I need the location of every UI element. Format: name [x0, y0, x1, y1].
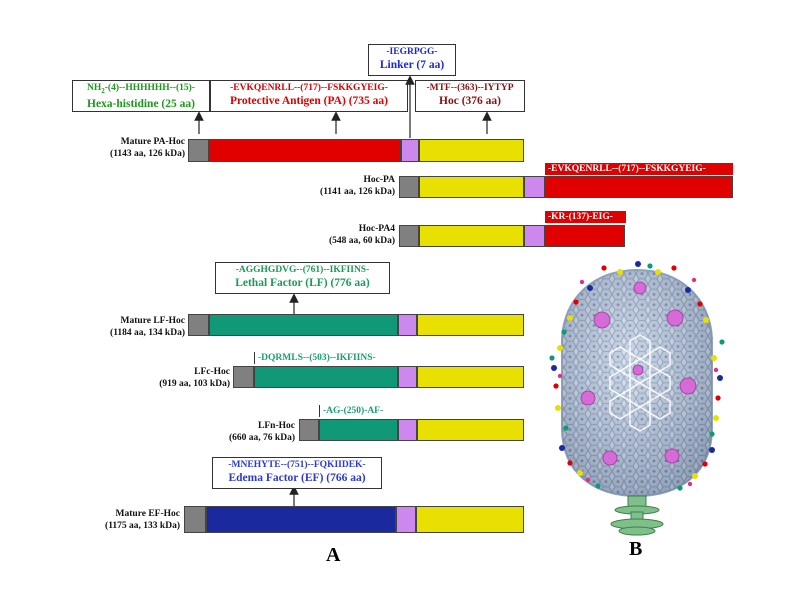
lfn-sequence-tag: -AG-(250)-AF- — [319, 405, 383, 417]
hoc-name: Hoc (376 aa) — [439, 95, 501, 107]
lf-name: Lethal Factor (LF) (776 aa) — [235, 277, 370, 289]
his-tag-segment — [299, 419, 319, 441]
row-label-hoc-pa4: Hoc-PA4 (548 aa, 60 kDa) — [329, 224, 395, 246]
row-label-mature-pa-hoc: Mature PA-Hoc (1143 aa, 126 kDa) — [110, 137, 185, 159]
pa4-segment — [545, 225, 625, 247]
row-label-mature-ef-hoc: Mature EF-Hoc (1175 aa, 133 kDa) — [105, 509, 180, 531]
linker-segment — [398, 314, 417, 336]
linker-segment — [398, 366, 417, 388]
portal-tail — [610, 495, 664, 536]
ef-sequence: -MNEHYTE--(751)--FQKIIDEK- — [228, 460, 366, 470]
hoc-sequence: -MTF--(363)--IYTYP — [426, 83, 514, 93]
his-tag-segment — [233, 366, 254, 388]
linker-name: Linker (7 aa) — [379, 59, 445, 71]
his-tag-segment — [188, 139, 209, 162]
hoc-segment — [417, 419, 524, 441]
ef-segment — [206, 506, 396, 533]
hoc-segment — [419, 139, 524, 162]
his-name: Hexa-histidine (25 aa) — [87, 97, 195, 110]
panel-label-a: A — [326, 544, 341, 566]
linker-segment — [396, 506, 416, 533]
row-label-lfn-hoc: LFn-Hoc (660 aa, 76 kDa) — [229, 421, 295, 443]
linker-segment — [524, 225, 545, 247]
his-tag-segment — [399, 176, 419, 198]
lfn-segment — [319, 419, 398, 441]
linker-sequence: -IEGRPGG- — [386, 47, 438, 57]
hoc-pa4-sequence-tag: -KR-(137)-EIG- — [545, 211, 626, 223]
his-callout: NH2-(4)--HHHHHH--(15)- Hexa-histidine (2… — [72, 80, 210, 112]
lfc-segment — [254, 366, 398, 388]
his-tag-segment — [399, 225, 419, 247]
row-label-hoc-pa: Hoc-PA (1141 aa, 126 kDa) — [320, 175, 395, 197]
hoc-segment — [419, 176, 524, 198]
his-tag-segment — [184, 506, 206, 533]
linker-segment — [524, 176, 545, 198]
pa-callout: -EVKQENRLL--(717)--FSKKGYEIG- Protective… — [210, 80, 408, 112]
hoc-segment — [417, 366, 524, 388]
displayed-antigens — [549, 261, 725, 503]
lf-sequence: -AGGHGDVG--(761)--IKFIINS- — [235, 265, 370, 275]
hoc-segment — [416, 506, 524, 533]
pa-sequence: -EVKQENRLL--(717)--FSKKGYEIG- — [230, 83, 388, 93]
linker-segment — [398, 419, 417, 441]
lfc-sequence-tag: -DQRMLS--(503)--IKFIINS- — [254, 352, 376, 364]
hoc-callout: -MTF--(363)--IYTYP Hoc (376 aa) — [415, 80, 525, 112]
linker-segment — [401, 139, 419, 162]
linker-callout: -IEGRPGG- Linker (7 aa) — [368, 44, 456, 76]
lf-segment — [209, 314, 398, 336]
ef-callout: -MNEHYTE--(751)--FQKIIDEK- Edema Factor … — [212, 457, 382, 489]
panel-label-b: B — [629, 538, 643, 560]
pa-name: Protective Antigen (PA) (735 aa) — [230, 95, 388, 107]
ef-name: Edema Factor (EF) (766 aa) — [228, 472, 366, 484]
lf-callout: -AGGHGDVG--(761)--IKFIINS- Lethal Factor… — [215, 262, 390, 294]
hoc-segment — [417, 314, 524, 336]
row-label-mature-lf-hoc: Mature LF-Hoc (1184 aa, 134 kDa) — [110, 316, 185, 338]
hoc-segment — [419, 225, 524, 247]
his-tag-segment — [188, 314, 209, 336]
hoc-pa-sequence-tag: -EVKQENRLL--(717)--FSKKGYEIG- — [545, 163, 733, 175]
pa-segment — [209, 139, 401, 162]
pa-segment — [545, 176, 733, 198]
his-sequence: NH2-(4)--HHHHHH--(15)- — [87, 83, 195, 95]
row-label-lfc-hoc: LFc-Hoc (919 aa, 103 kDa) — [159, 367, 230, 389]
phage-capsid-illustration — [549, 261, 725, 536]
